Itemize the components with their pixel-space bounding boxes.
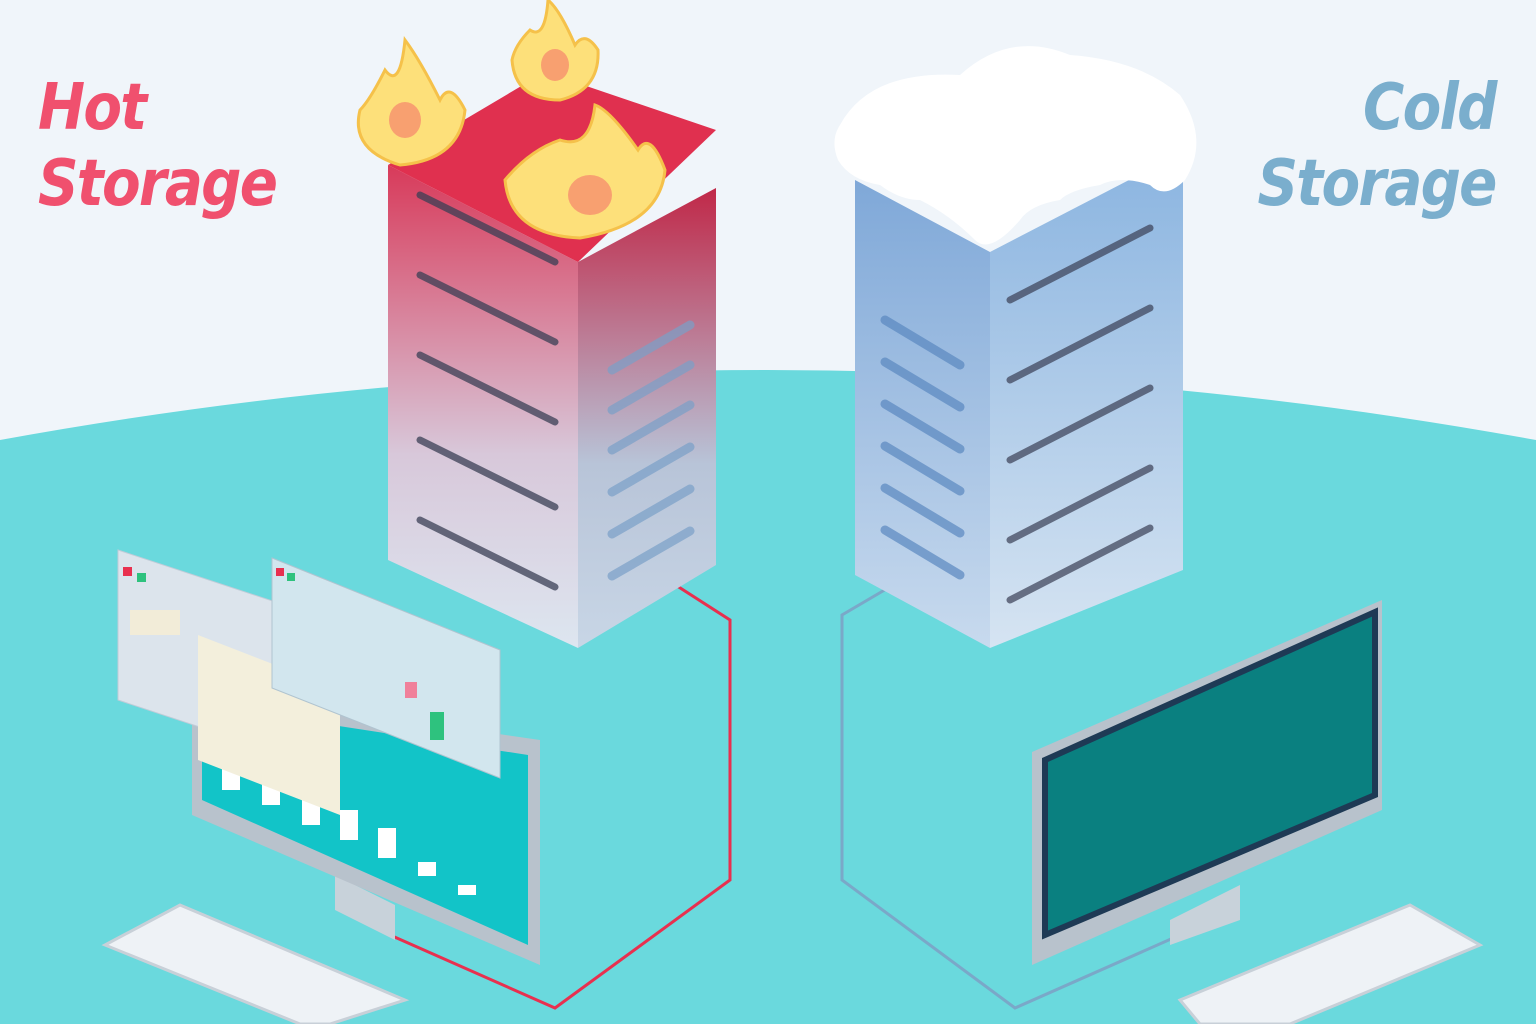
cold-cable: [840, 576, 1181, 1010]
cold-monitor: [1032, 600, 1382, 965]
cold-server: [855, 152, 1183, 648]
snow-icon: [834, 46, 1197, 245]
hot-title-line1: Hot: [38, 71, 147, 145]
hot-monitor: [117, 549, 540, 965]
hot-storage-title: Hot Storage: [38, 70, 278, 222]
cold-title-line1: Cold: [1363, 71, 1497, 145]
hot-title-line2: Storage: [38, 147, 278, 221]
cold-storage-title: Cold Storage: [1257, 70, 1498, 222]
cold-keyboard: [1177, 903, 1484, 1024]
hot-server: [388, 72, 716, 648]
hot-cable: [389, 573, 732, 1010]
cold-title-line2: Storage: [1257, 147, 1498, 221]
hot-keyboard: [101, 903, 410, 1024]
